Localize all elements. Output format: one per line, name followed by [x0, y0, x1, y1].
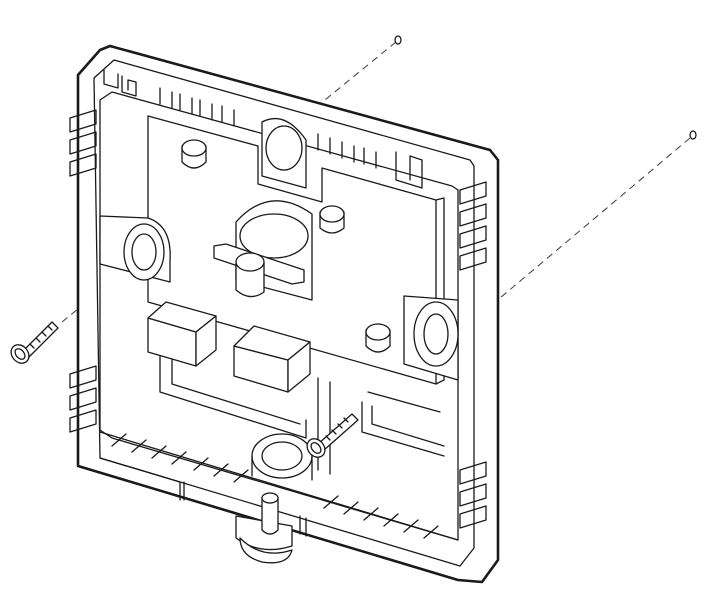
- locating-pins: [181, 139, 391, 353]
- bottom-hinge-tab: [235, 492, 293, 564]
- mounting-screw-right: [306, 413, 359, 458]
- center-mounting-boss: [213, 200, 313, 301]
- top-edge-notches: [103, 69, 423, 189]
- mounting-holes: [394, 35, 697, 140]
- bottom-grille: [99, 431, 459, 541]
- mounting-hole-marker-right: [689, 130, 697, 140]
- top-screw-slot: [261, 117, 307, 189]
- terminal-blocks: [147, 301, 311, 393]
- right-side-vents: [459, 181, 487, 529]
- alignment-line-top: [319, 41, 397, 105]
- left-screw-boss: [99, 215, 171, 283]
- mounting-screw-left: [10, 321, 59, 364]
- mounting-hole-marker-top: [394, 35, 402, 45]
- alignment-line-right: [499, 137, 691, 299]
- bottom-screw-slot: [251, 433, 313, 481]
- right-screw-boss: [403, 295, 459, 381]
- left-side-vents: [69, 109, 97, 433]
